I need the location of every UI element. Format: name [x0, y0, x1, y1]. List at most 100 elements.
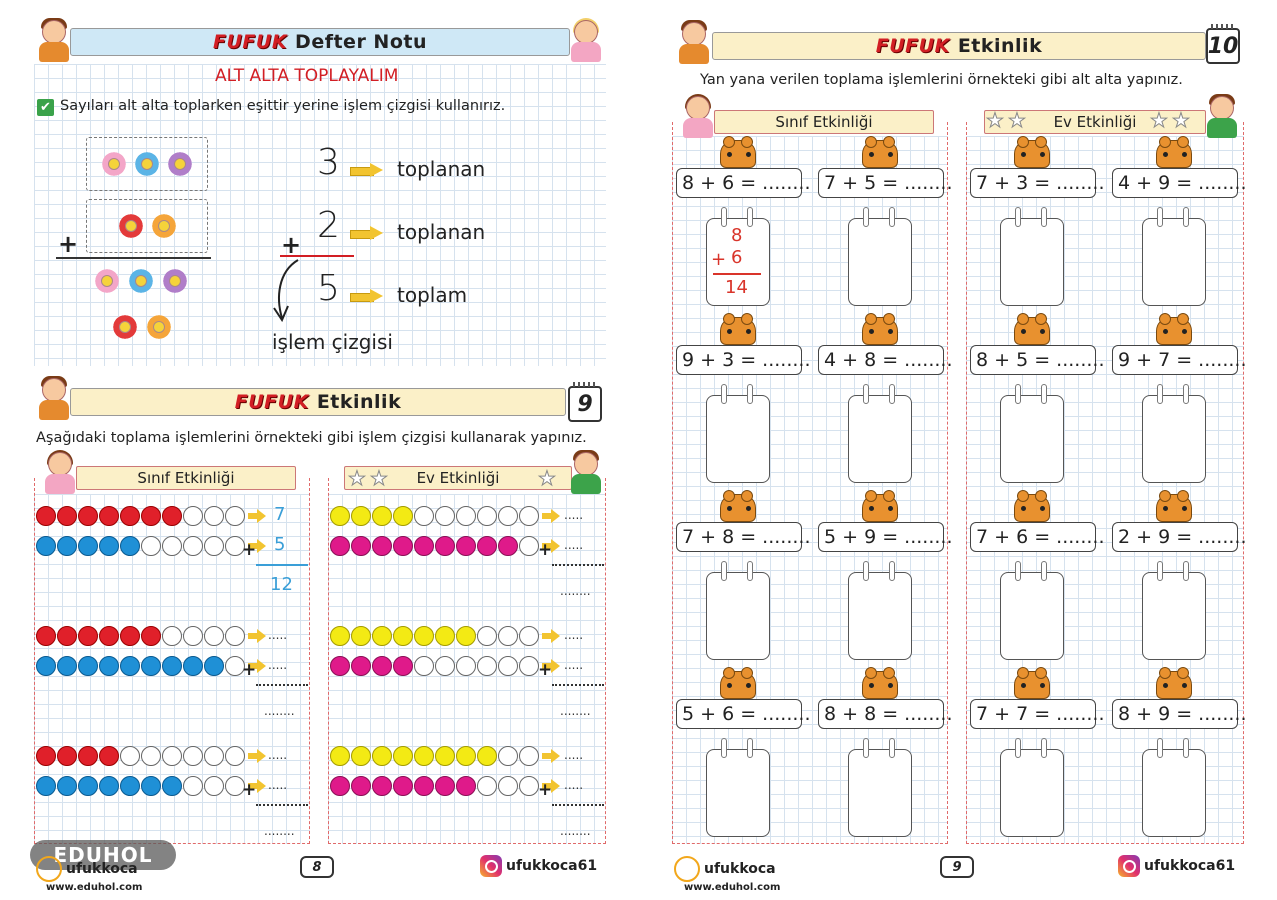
- counter-dot: [78, 536, 98, 556]
- answer-pad[interactable]: [848, 738, 912, 837]
- girl-illustration: [566, 18, 606, 64]
- counter-dot: [498, 746, 518, 766]
- answer-pad[interactable]: [1142, 384, 1206, 483]
- answer-pad[interactable]: [848, 561, 912, 660]
- tiger-icon: [862, 313, 898, 345]
- equation-box: 7 + 8 = ........: [676, 522, 811, 552]
- tiger-icon: [862, 136, 898, 168]
- counter-dot: [57, 536, 77, 556]
- sum-value: 5: [317, 268, 340, 309]
- answer-pad[interactable]: [1000, 384, 1064, 483]
- arrow-icon: [542, 539, 560, 553]
- tiger-eyes: [727, 152, 732, 157]
- pad-ring: [1015, 384, 1021, 404]
- operation-line-label: işlem çizgisi: [272, 330, 393, 354]
- tiger-icon: [720, 490, 756, 522]
- curved-arrow-icon: [273, 259, 299, 322]
- counter-dot: [183, 626, 203, 646]
- counter-dot: [162, 536, 182, 556]
- arrow-icon: [542, 629, 560, 643]
- instagram-handle[interactable]: ufukkoca61: [480, 855, 597, 877]
- arrow-icon: [350, 226, 384, 240]
- flower-icon: [92, 266, 122, 296]
- equation-box: 7 + 7 = ........: [970, 699, 1105, 729]
- instagram-handle[interactable]: ufukkoca61: [1118, 855, 1235, 877]
- counting-dots-top: [36, 626, 266, 646]
- tiger-eyes: [727, 506, 732, 511]
- answer-pad[interactable]: [1000, 207, 1064, 306]
- tiger-icon: [1156, 667, 1192, 699]
- counter-dot: [372, 626, 392, 646]
- pad-ring: [1157, 561, 1163, 581]
- answer-pad[interactable]: [1142, 738, 1206, 837]
- counter-dot: [225, 536, 245, 556]
- counting-dots-bottom: [36, 536, 266, 556]
- second-addend-label: toplanan: [397, 220, 486, 244]
- tiger-icon: [862, 667, 898, 699]
- counter-dot: [57, 656, 77, 676]
- tiger-eyes: [1021, 683, 1026, 688]
- counter-dot: [36, 626, 56, 646]
- counter-dot: [414, 536, 434, 556]
- answer-pad[interactable]: [848, 384, 912, 483]
- answer-pad[interactable]: [706, 384, 770, 483]
- counter-dot: [351, 536, 371, 556]
- equation-box: 4 + 9 = ........: [1112, 168, 1247, 198]
- equation-box: 5 + 6 = ........: [676, 699, 811, 729]
- counting-dots-top: [330, 626, 560, 646]
- star-icon: ★: [1008, 108, 1027, 132]
- answer-pad[interactable]: [706, 738, 770, 837]
- brand-logo: FUFUK: [875, 35, 950, 57]
- counter-dot: [477, 626, 497, 646]
- counter-dot: [351, 626, 371, 646]
- pad-ring: [1183, 207, 1189, 227]
- website-link[interactable]: www.eduhol.com: [684, 882, 781, 893]
- ufukkoca-logo[interactable]: ufukkoca: [36, 856, 138, 882]
- top-value: 7: [274, 504, 286, 525]
- arrow-icon: [542, 749, 560, 763]
- counter-dot: [351, 506, 371, 526]
- page-number: 9: [940, 856, 974, 878]
- sum-value: ........: [264, 824, 295, 838]
- pad-ring: [1015, 561, 1021, 581]
- answer-pad[interactable]: [706, 561, 770, 660]
- counter-dot: [99, 536, 119, 556]
- website-link[interactable]: www.eduhol.com: [46, 882, 143, 893]
- answer-pad[interactable]: [848, 207, 912, 306]
- girl-reading-illustration: [40, 450, 80, 496]
- answer-pad[interactable]: [1142, 207, 1206, 306]
- ufukkoca-logo[interactable]: ufukkoca: [674, 856, 776, 882]
- plus-sign: +: [538, 540, 553, 560]
- flower-group-first: [86, 137, 208, 191]
- counter-dot: [393, 506, 413, 526]
- banner-title: Etkinlik: [957, 35, 1043, 57]
- flower-group-sum-1: [92, 266, 190, 296]
- counter-dot: [183, 656, 203, 676]
- counting-dots-bottom: [36, 776, 266, 796]
- answer-pad[interactable]: [1000, 561, 1064, 660]
- plus-sign: +: [58, 230, 79, 258]
- counter-dot: [351, 776, 371, 796]
- brand-logo: FUFUK: [213, 31, 288, 53]
- counter-dot: [393, 656, 413, 676]
- home-activity-label: Ev Etkinliği: [984, 110, 1206, 134]
- class-activity-label: Sınıf Etkinliği: [76, 466, 296, 490]
- counter-dot: [99, 776, 119, 796]
- counter-dot: [372, 776, 392, 796]
- boy-illustration: [674, 20, 714, 66]
- counter-dot: [162, 776, 182, 796]
- sum-line: [256, 804, 308, 806]
- arrow-icon: [248, 659, 266, 673]
- tiger-icon: [1014, 313, 1050, 345]
- pad-ring: [721, 738, 727, 758]
- bottom-value: .....: [564, 538, 584, 552]
- counter-dot: [120, 626, 140, 646]
- equation-box: 2 + 9 = ........: [1112, 522, 1247, 552]
- answer-pad[interactable]: [1142, 561, 1206, 660]
- counter-dot: [57, 776, 77, 796]
- answer-pad[interactable]: [1000, 738, 1064, 837]
- top-value: .....: [564, 508, 584, 522]
- girl-reading-illustration: [678, 94, 718, 140]
- counting-dots-top: [36, 746, 266, 766]
